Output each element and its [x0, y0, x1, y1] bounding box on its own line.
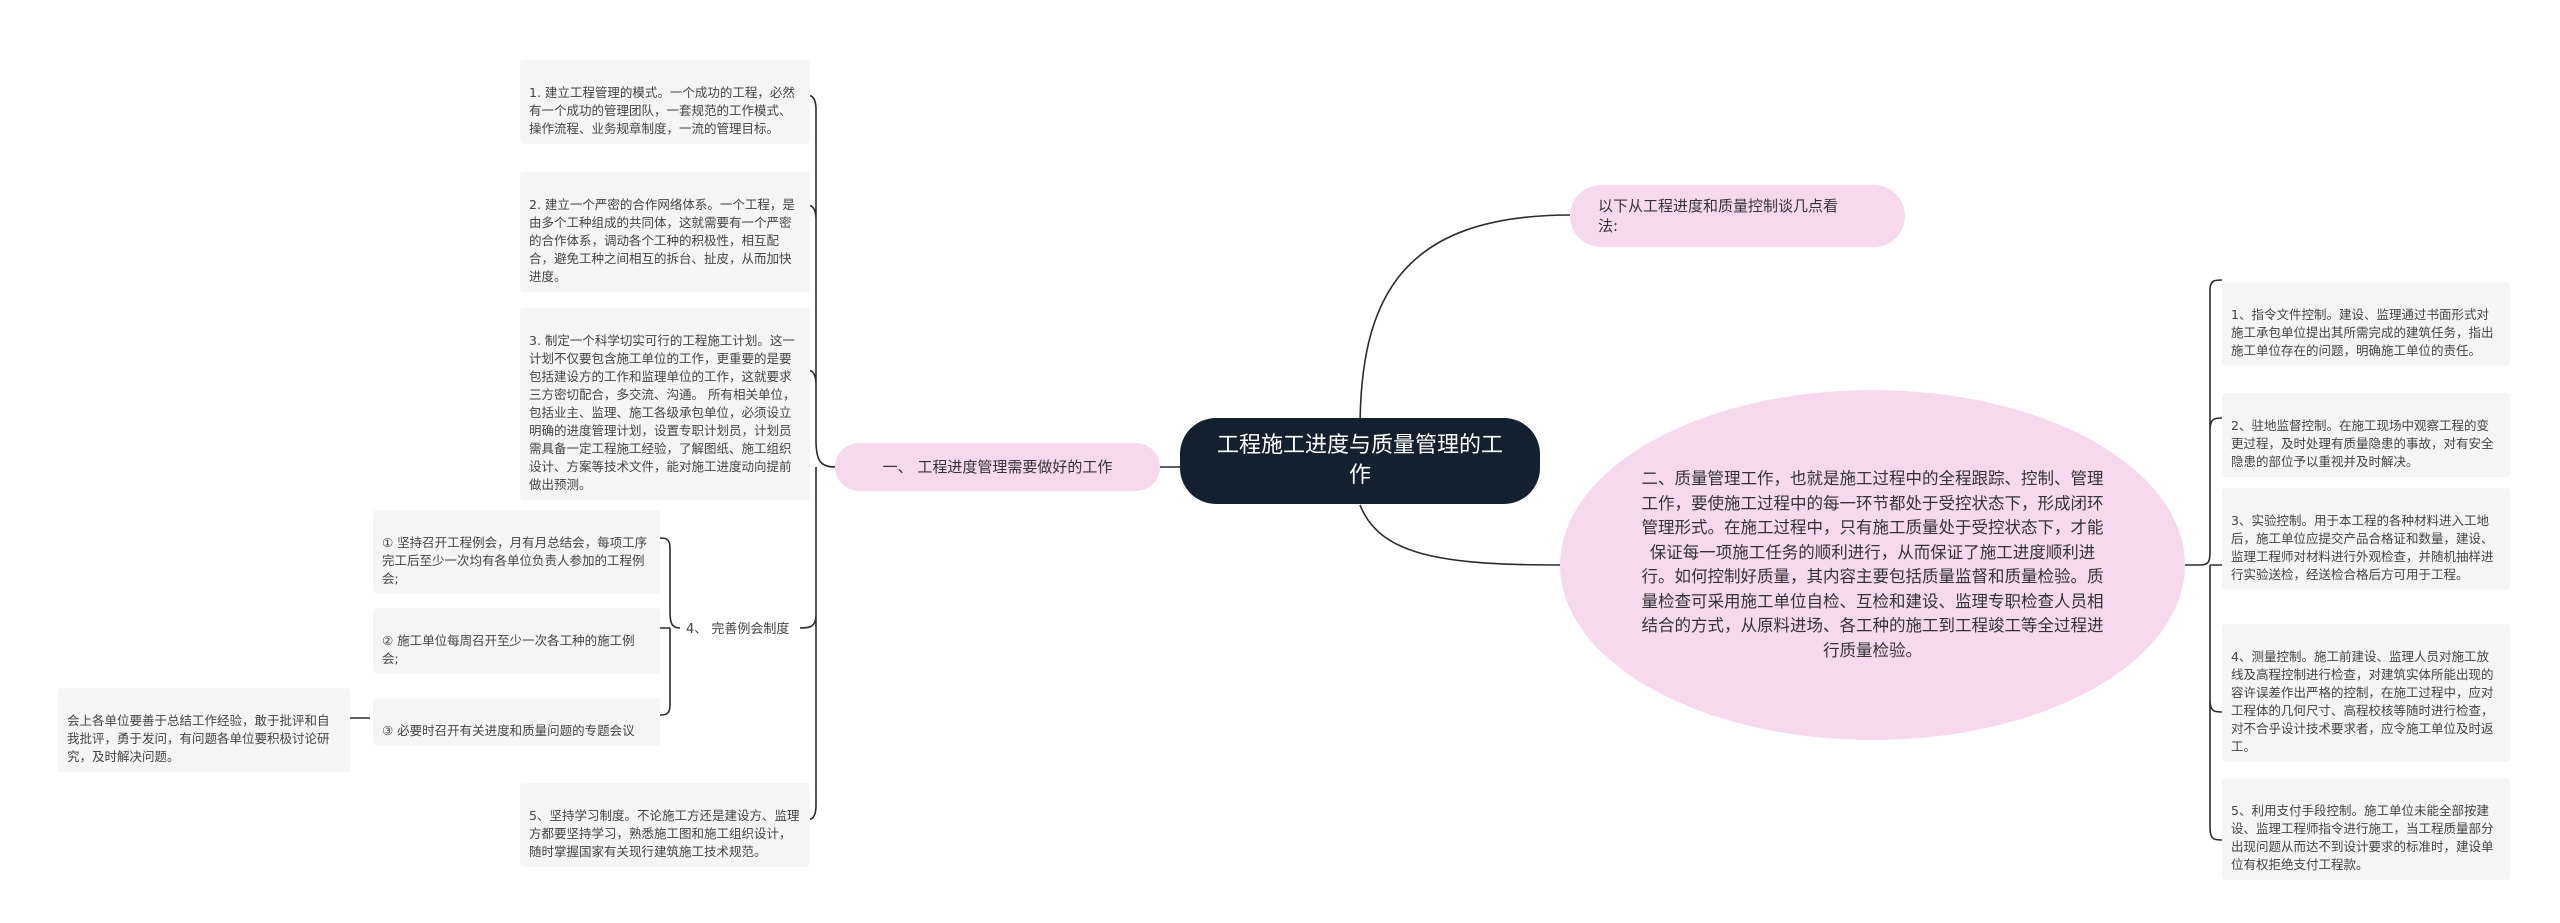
right-item-1-text: 1、指令文件控制。建设、监理通过书面形式对施工承包单位提出其所需完成的建筑任务，… — [2231, 307, 2494, 358]
left-item-5[interactable]: 5、坚持学习制度。不论施工方还是建设方、监理方都要坚持学习，熟悉施工图和施工组织… — [520, 783, 810, 867]
branch-quality-management[interactable]: 二、质量管理工作，也就是施工过程中的全程跟踪、控制、管理工作，要使施工过程中的每… — [1560, 390, 2185, 740]
left-item-1[interactable]: 1. 建立工程管理的模式。一个成功的工程，必然有一个成功的管理团队，一套规范的工… — [520, 60, 810, 144]
meeting-item-3-text: ③ 必要时召开有关进度和质量问题的专题会议 — [382, 723, 635, 738]
meeting-item-2[interactable]: ② 施工单位每周召开至少一次各工种的施工例会; — [373, 608, 660, 674]
branch-intro-label: 以下从工程进度和质量控制谈几点看法: — [1598, 197, 1839, 235]
right-item-3-text: 3、实验控制。用于本工程的各种材料进入工地后，施工单位应提交产品合格证和数量，建… — [2231, 513, 2494, 582]
right-item-1[interactable]: 1、指令文件控制。建设、监理通过书面形式对施工承包单位提出其所需完成的建筑任务，… — [2222, 282, 2510, 366]
root-topic[interactable]: 工程施工进度与质量管理的工作 — [1180, 418, 1540, 504]
right-item-5[interactable]: 5、利用支付手段控制。施工单位未能全部按建设、监理工程师指令进行施工，当工程质量… — [2222, 778, 2510, 880]
branch-quality-label: 二、质量管理工作，也就是施工过程中的全程跟踪、控制、管理工作，要使施工过程中的每… — [1641, 469, 2104, 660]
right-item-2-text: 2、驻地监督控制。在施工现场中观察工程的变更过程，及时处理有质量隐患的事故，对有… — [2231, 418, 2494, 469]
meeting-system-label: 4、 完善例会制度 — [686, 622, 790, 637]
link-meeting-trunk — [659, 537, 681, 716]
branch-progress-label: 一、 工程进度管理需要做好的工作 — [882, 458, 1113, 476]
left-item-2-text: 2. 建立一个严密的合作网络体系。一个工程，是由多个工种组成的共同体，这就需要有… — [529, 197, 795, 284]
meeting-item-1-text: ① 坚持召开工程例会，月有月总结会，每项工序完工后至少一次均有各单位负责人参加的… — [382, 535, 648, 586]
meeting-note-text: 会上各单位要善于总结工作经验，敢于批评和自我批评，勇于发问，有问题各单位要积极讨… — [67, 713, 330, 764]
meeting-system-node[interactable]: 4、 完善例会制度 — [686, 619, 816, 641]
meeting-item-2-text: ② 施工单位每周召开至少一次各工种的施工例会; — [382, 633, 635, 666]
link-root-righttop — [1359, 214, 1571, 431]
right-item-4-text: 4、测量控制。施工前建设、监理人员对施工放线及高程控制进行检查，对建筑实体所能出… — [2231, 649, 2494, 754]
left-item-5-text: 5、坚持学习制度。不论施工方还是建设方、监理方都要坚持学习，熟悉施工图和施工组织… — [529, 808, 800, 859]
left-item-3[interactable]: 3. 制定一个科学切实可行的工程施工计划。这一计划不仅要包含施工单位的工作，更重… — [520, 308, 810, 500]
link-left-trunk — [799, 94, 836, 821]
meeting-item-3[interactable]: ③ 必要时召开有关进度和质量问题的专题会议 — [373, 698, 660, 746]
right-item-4[interactable]: 4、测量控制。施工前建设、监理人员对施工放线及高程控制进行检查，对建筑实体所能出… — [2222, 624, 2510, 762]
meeting-item-1[interactable]: ① 坚持召开工程例会，月有月总结会，每项工序完工后至少一次均有各单位负责人参加的… — [373, 510, 660, 594]
left-item-1-text: 1. 建立工程管理的模式。一个成功的工程，必然有一个成功的管理团队，一套规范的工… — [529, 85, 795, 136]
link-right-trunk — [2185, 279, 2223, 841]
root-title: 工程施工进度与质量管理的工作 — [1216, 433, 1503, 488]
branch-progress-management[interactable]: 一、 工程进度管理需要做好的工作 — [835, 443, 1160, 491]
left-item-3-text: 3. 制定一个科学切实可行的工程施工计划。这一计划不仅要包含施工单位的工作，更重… — [529, 333, 796, 492]
branch-intro[interactable]: 以下从工程进度和质量控制谈几点看法: — [1570, 185, 1905, 247]
meeting-note[interactable]: 会上各单位要善于总结工作经验，敢于批评和自我批评，勇于发问，有问题各单位要积极讨… — [58, 688, 350, 772]
right-item-2[interactable]: 2、驻地监督控制。在施工现场中观察工程的变更过程，及时处理有质量隐患的事故，对有… — [2222, 393, 2510, 477]
right-item-5-text: 5、利用支付手段控制。施工单位未能全部按建设、监理工程师指令进行施工，当工程质量… — [2231, 803, 2494, 872]
right-item-3[interactable]: 3、实验控制。用于本工程的各种材料进入工地后，施工单位应提交产品合格证和数量，建… — [2222, 488, 2510, 590]
left-item-2[interactable]: 2. 建立一个严密的合作网络体系。一个工程，是由多个工种组成的共同体，这就需要有… — [520, 172, 810, 292]
link-root-rightmain — [1359, 504, 1561, 566]
